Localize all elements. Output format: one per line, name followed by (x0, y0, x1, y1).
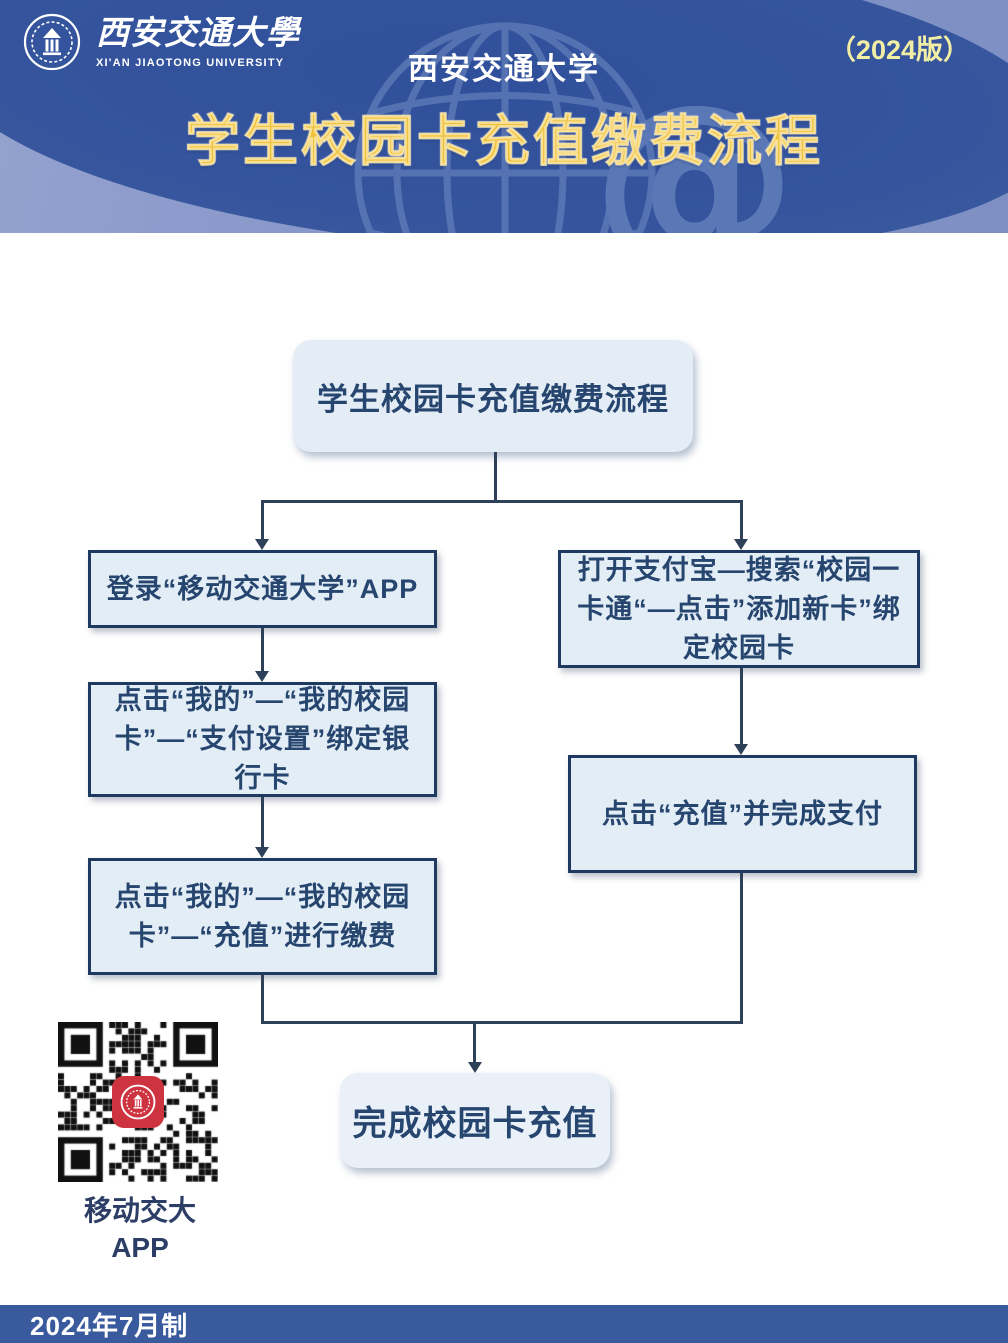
flow-step-login-app: 登录“移动交通大学”APP (88, 550, 437, 628)
globe-watermark-icon (354, 22, 656, 233)
connector-line (261, 500, 743, 503)
header-university-title: 西安交通大学 (408, 53, 600, 86)
flow-step-label: 点击“充值”并完成支付 (602, 798, 883, 829)
qr-center-seal-icon (112, 1076, 164, 1128)
university-name-english: XI'AN JIAOTONG UNIVERSITY (96, 56, 285, 69)
arrow-down-icon (734, 539, 748, 550)
university-seal-icon (23, 13, 81, 71)
flow-step-alipay-bind-card: 打开支付宝—搜索“校园一卡通“—点击”添加新卡”绑定校园卡 (558, 550, 920, 668)
university-logo: 西安交通大學 XI'AN JIAOTONG UNIVERSITY (22, 12, 300, 72)
flow-step-label: 登录“移动交通大学”APP (106, 573, 419, 604)
flow-end-box: 完成校园卡充值 (340, 1073, 610, 1168)
connector-line (740, 873, 743, 1024)
connector-line (261, 628, 264, 673)
flow-step-label: 点击“我的”—“我的校园卡”—“支付设置”绑定银行卡 (114, 685, 411, 793)
flow-step-bind-bank-card: 点击“我的”—“我的校园卡”—“支付设置”绑定银行卡 (88, 682, 437, 797)
flow-step-recharge-pay: 点击“我的”—“我的校园卡”—“充值”进行缴费 (88, 858, 437, 975)
qr-label: 移动交大 APP (83, 1195, 196, 1263)
arrow-down-icon (255, 671, 269, 682)
flow-step-label: 点击“我的”—“我的校园卡”—“充值”进行缴费 (114, 881, 411, 951)
footer-date: 2024年7月制 (30, 1310, 189, 1341)
connector-line (740, 500, 743, 541)
connector-line (494, 452, 497, 502)
arrow-down-icon (734, 744, 748, 755)
flow-step-label: 打开支付宝—搜索“校园一卡通“—点击”添加新卡”绑定校园卡 (577, 554, 901, 663)
connector-line (473, 1021, 476, 1064)
university-name-calligraphy: 西安交通大學 (96, 13, 300, 52)
flow-end-label: 完成校园卡充值 (352, 1105, 598, 1143)
connector-line (261, 1021, 743, 1024)
connector-line (740, 668, 743, 746)
flow-start-label: 学生校园卡充值缴费流程 (317, 381, 669, 417)
flow-start-box: 学生校园卡充值缴费流程 (293, 340, 693, 452)
at-symbol-watermark-icon: @ (592, 61, 797, 234)
connector-line (261, 500, 264, 541)
arrow-down-icon (468, 1062, 482, 1073)
arrow-down-icon (255, 539, 269, 550)
page-title: 学生校园卡充值缴费流程 (184, 110, 823, 173)
version-badge: （2024版） (828, 35, 970, 65)
flow-step-alipay-recharge: 点击“充值”并完成支付 (568, 755, 917, 873)
connector-line (261, 797, 264, 849)
header-banner: @ 西安交通大學 XI'AN JIAOTONG UNIVERSITY 西安交通大… (0, 0, 1008, 233)
arrow-down-icon (255, 847, 269, 858)
connector-line (261, 975, 264, 1024)
footer-bar: 2024年7月制 (0, 1305, 1008, 1343)
